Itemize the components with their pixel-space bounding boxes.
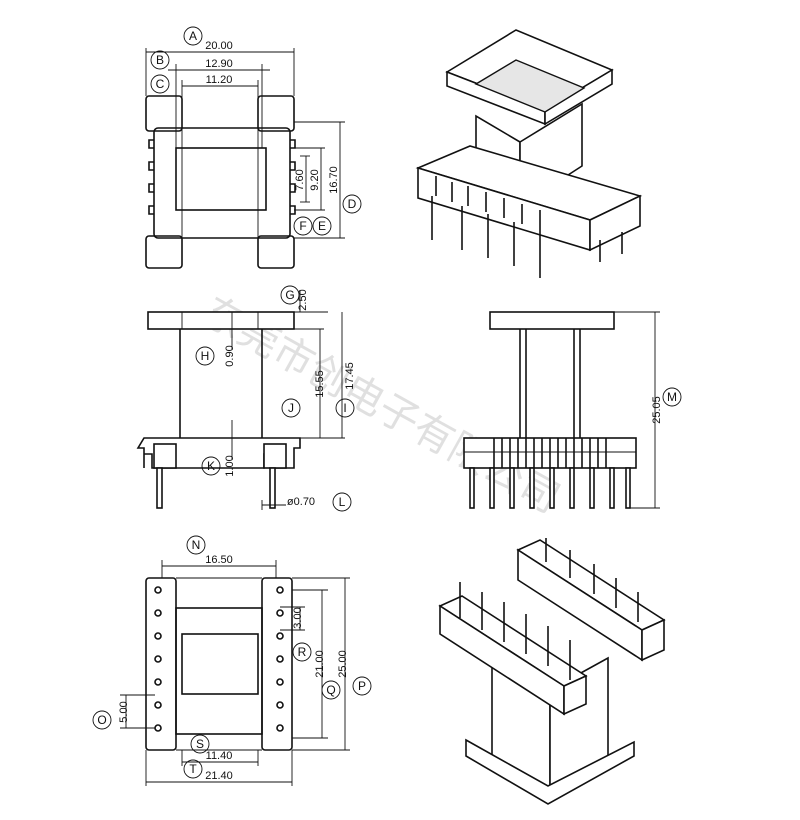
dimension-t-value: 21.40	[205, 770, 233, 782]
dimension-n-letter: N	[192, 538, 201, 552]
dimension-n-value: 16.50	[205, 554, 233, 566]
dimension-i-value: 17.45	[344, 362, 356, 390]
dimension-h-bubble	[195, 346, 215, 366]
dimension-b-letter: B	[156, 53, 164, 67]
top-view-dimensions	[145, 48, 345, 239]
dimension-a-letter: A	[189, 29, 197, 43]
dimension-k-value: 1.00	[224, 455, 236, 476]
dimension-r-bubble	[292, 642, 312, 662]
dimension-g-value: 2.50	[297, 289, 309, 310]
dimension-i-bubble	[335, 398, 355, 418]
dimension-i-letter: I	[343, 401, 346, 415]
bottom-view-dimensions	[120, 560, 350, 786]
front-view-dimensions	[231, 290, 345, 510]
dimension-h-letter: H	[201, 349, 210, 363]
dimension-m-value: 25.05	[651, 396, 663, 424]
dimension-l-value: ø0.70	[287, 496, 315, 508]
dimension-e-letter: E	[318, 219, 326, 233]
dimension-m-bubble	[662, 387, 682, 407]
dimension-c-value: 11.20	[206, 74, 233, 86]
front-view	[136, 311, 301, 509]
dimension-e-bubble	[312, 216, 332, 236]
side-view	[463, 311, 637, 509]
dimension-r-letter: R	[298, 645, 307, 659]
iso-view-top	[415, 29, 643, 278]
dimension-d-value: 16.70	[328, 166, 340, 194]
dimension-q-value: 21.00	[314, 650, 326, 678]
dimension-s-bubble	[190, 734, 210, 754]
dimension-n-bubble	[186, 535, 206, 555]
dimension-q-bubble	[321, 680, 341, 700]
dimension-a-bubble	[183, 26, 203, 46]
iso-view-bottom	[438, 538, 666, 805]
dimension-p-bubble	[352, 676, 372, 696]
dimension-b-bubble	[150, 50, 170, 70]
dimension-g-letter: G	[285, 288, 294, 302]
dimension-b-value: 12.90	[205, 58, 233, 70]
dimension-s-value: 11.40	[206, 750, 233, 762]
top-view	[145, 95, 296, 269]
dimension-c-letter: C	[156, 77, 165, 91]
dimension-q-letter: Q	[326, 683, 335, 697]
side-view-pins	[469, 467, 631, 509]
dimension-c-bubble	[150, 74, 170, 94]
dimension-l-bubble	[332, 492, 352, 512]
dimension-p-letter: P	[358, 679, 366, 693]
dimension-j-value: 15.55	[314, 370, 326, 398]
dimension-g-bubble	[280, 285, 300, 305]
dimension-o-bubble	[92, 710, 112, 730]
dimension-t-bubble	[183, 759, 203, 779]
dimension-j-bubble	[281, 398, 301, 418]
dimension-l-letter: L	[339, 495, 346, 509]
dimension-t-letter: T	[189, 762, 197, 776]
side-view-dimensions	[614, 311, 660, 509]
dimension-f-value: 7.60	[294, 169, 306, 190]
dimension-d-letter: D	[348, 197, 357, 211]
dimension-p-value: 25.00	[337, 650, 349, 678]
dimension-e-value: 9.20	[309, 169, 321, 190]
dimension-j-letter: J	[288, 401, 294, 415]
dimension-h-value: 0.90	[224, 345, 236, 366]
dimension-o-letter: O	[97, 713, 106, 727]
dimension-f-bubble	[293, 216, 313, 236]
dimension-r-value: 3.00	[292, 607, 304, 628]
dimension-s-letter: S	[196, 737, 204, 751]
dimension-f-letter: F	[299, 219, 306, 233]
dimension-a-value: 20.00	[205, 40, 233, 52]
bottom-view	[145, 577, 293, 751]
dimension-k-letter: K	[207, 459, 215, 473]
dimension-m-letter: M	[667, 390, 677, 404]
dimension-k-bubble	[201, 456, 221, 476]
dimension-o-value: 5.00	[118, 701, 130, 722]
dimension-d-bubble	[342, 194, 362, 214]
